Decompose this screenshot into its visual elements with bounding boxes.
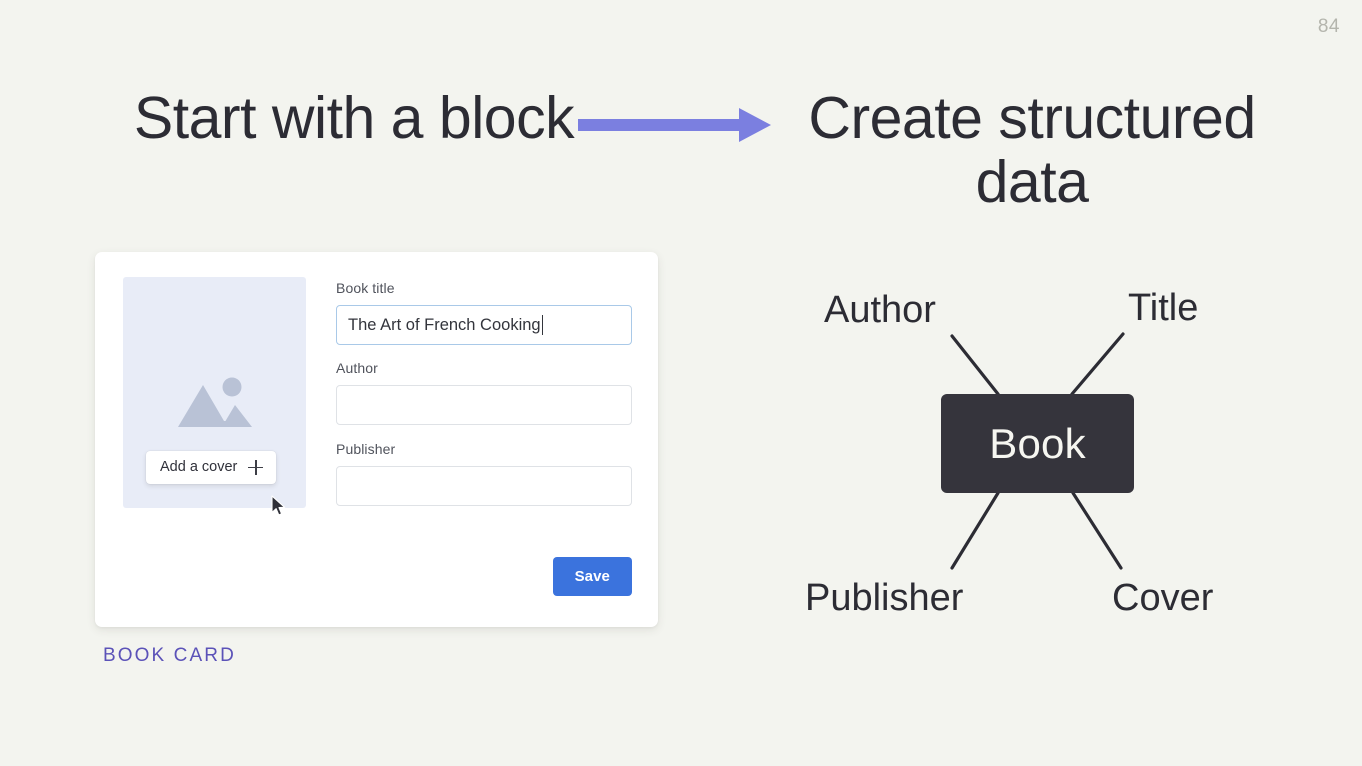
cover-placeholder[interactable]: Add a cover bbox=[123, 277, 306, 516]
book-title-input[interactable]: The Art of French Cooking bbox=[336, 305, 632, 345]
book-form: Book title The Art of French Cooking Aut… bbox=[336, 280, 632, 521]
field-label-publisher: Publisher bbox=[336, 441, 396, 457]
structured-data-diagram: Author Title Publisher Cover Book bbox=[780, 270, 1280, 640]
add-cover-button[interactable]: Add a cover bbox=[146, 451, 277, 484]
author-input[interactable] bbox=[336, 385, 632, 425]
page-number: 84 bbox=[1317, 16, 1340, 37]
diagram-connector-lines bbox=[950, 332, 1125, 570]
book-title-value: The Art of French Cooking bbox=[348, 315, 541, 334]
heading-right: Create structured data bbox=[808, 85, 1256, 215]
mouse-cursor-icon bbox=[271, 495, 287, 517]
right-arrow-icon bbox=[575, 104, 775, 146]
diagram-node-book-label: Book bbox=[989, 419, 1086, 467]
diagram-node-title: Title bbox=[1128, 287, 1199, 329]
diagram-node-cover: Cover bbox=[1112, 577, 1214, 619]
heading-left: Start with a block bbox=[133, 85, 575, 151]
image-placeholder-icon bbox=[177, 375, 253, 433]
diagram-node-book: Book bbox=[941, 394, 1134, 493]
add-cover-label: Add a cover bbox=[160, 459, 238, 475]
field-label-book-title: Book title bbox=[336, 280, 395, 296]
field-book-title: Book title The Art of French Cooking bbox=[336, 280, 632, 345]
field-label-author: Author bbox=[336, 360, 378, 376]
publisher-input[interactable] bbox=[336, 466, 632, 506]
save-row: Save bbox=[336, 557, 632, 596]
text-caret bbox=[541, 315, 544, 335]
diagram-node-publisher: Publisher bbox=[805, 577, 964, 619]
book-card: Add a cover Book title The Art of French… bbox=[95, 252, 658, 627]
save-button[interactable]: Save bbox=[552, 557, 632, 596]
field-author: Author bbox=[336, 360, 632, 425]
plus-icon bbox=[248, 459, 264, 475]
book-card-caption: BOOK CARD bbox=[103, 645, 236, 666]
diagram-node-author: Author bbox=[824, 289, 936, 331]
field-publisher: Publisher bbox=[336, 441, 632, 506]
